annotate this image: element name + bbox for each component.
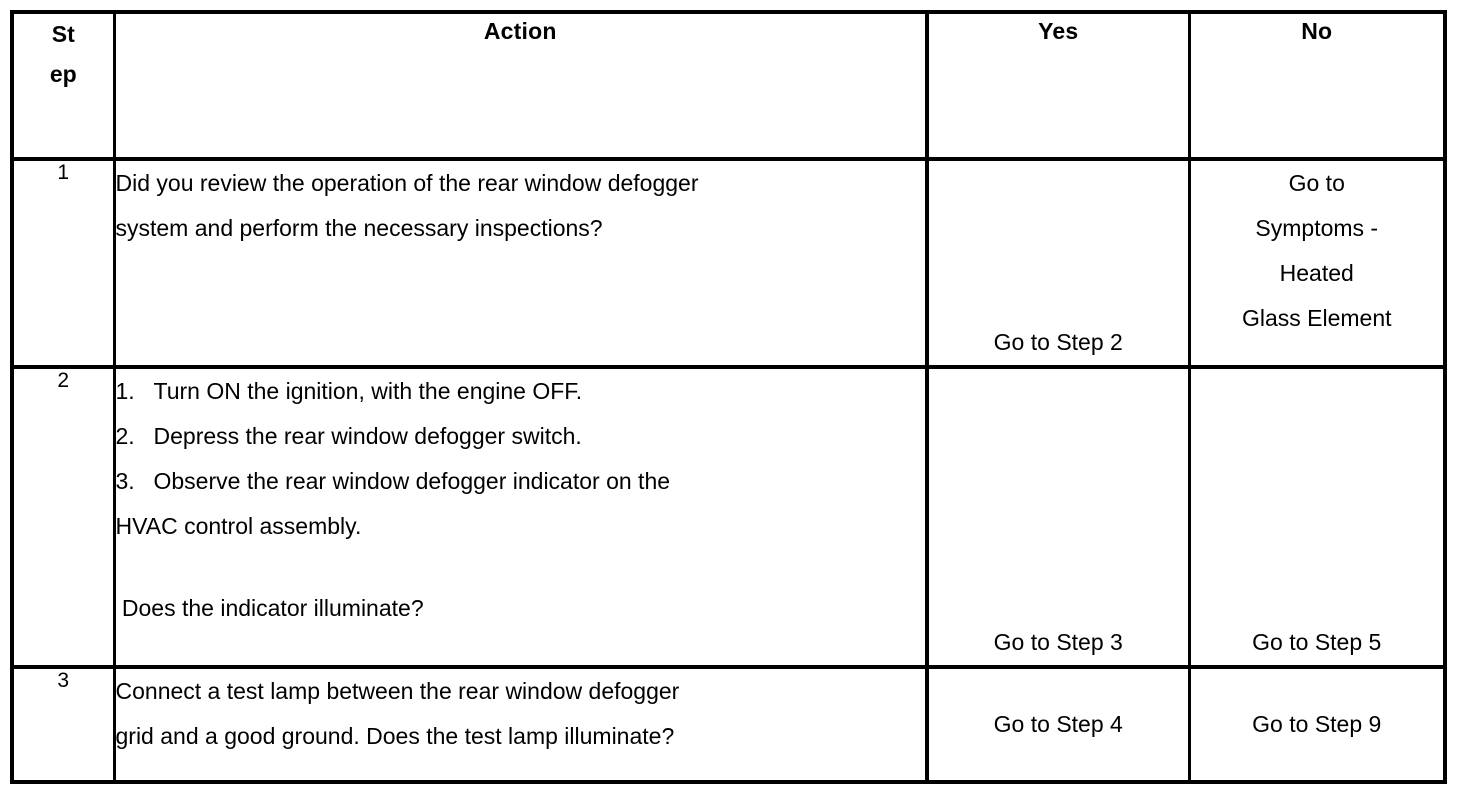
procedure-item: 2. Depress the rear window defogger switc…	[116, 414, 926, 459]
action-text-line: system and perform the necessary inspect…	[115, 214, 603, 241]
procedure-item-text: Depress the rear window defogger switch.	[153, 422, 582, 449]
yes-result-line: Go to Step 2	[993, 329, 1123, 356]
procedure-item-text: Observe the rear window defogger indicat…	[153, 467, 671, 494]
no-result-cell: Go to Symptoms - Heated Glass Element	[1189, 159, 1445, 369]
yes-result-line: Go to Step 4	[993, 711, 1123, 738]
action-text-line: grid and a good ground. Does the test la…	[115, 722, 675, 749]
procedure-item: 1. Turn ON the ignition, with the engine …	[116, 369, 926, 414]
procedure-item-number: 1.	[115, 378, 135, 404]
procedure-item-text: Turn ON the ignition, with the engine OF…	[153, 378, 583, 404]
no-result-line: Go to Step 9	[1252, 711, 1382, 738]
no-result-cell: Go to Step 9	[1189, 666, 1445, 782]
column-header-step-line1: St	[51, 21, 75, 47]
action-question-line: Does the indicator illuminate?	[115, 595, 424, 622]
column-header-yes: Yes	[927, 12, 1191, 161]
yes-result-line: Go to Step 3	[993, 629, 1123, 656]
action-text-line: Did you review the operation of the rear…	[115, 170, 699, 196]
step-number-cell: 3	[12, 666, 116, 782]
yes-result-cell: Go to Step 2	[927, 159, 1191, 369]
yes-result-cell: Go to Step 4	[927, 666, 1191, 782]
step-number-cell: 1	[12, 159, 116, 369]
procedure-item-number: 3.	[115, 467, 135, 494]
procedure-spacer	[116, 548, 926, 586]
no-result-line: Glass Element	[1241, 304, 1392, 331]
procedure-item-number: 2.	[115, 422, 135, 449]
no-result-line: Symptoms -	[1255, 214, 1379, 241]
table-header-row: St ep Action Yes No	[12, 12, 1445, 161]
no-result-line: Heated	[1279, 259, 1354, 286]
column-header-no: No	[1189, 12, 1445, 161]
action-cell: 1. Turn ON the ignition, with the engine …	[114, 367, 929, 669]
action-cell: Connect a test lamp between the rear win…	[114, 666, 929, 782]
procedure-item: 3. Observe the rear window defogger indic…	[116, 459, 926, 504]
procedure-continuation-line: HVAC control assembly.	[115, 512, 362, 539]
action-cell: Did you review the operation of the rear…	[114, 159, 929, 369]
no-result-line: Go to Step 5	[1252, 629, 1382, 656]
table-row: 2 1. Turn ON the ignition, with the engin…	[12, 367, 1445, 669]
table-row: 3 Connect a test lamp between the rear w…	[12, 666, 1445, 782]
no-result-cell: Go to Step 5	[1189, 367, 1445, 669]
no-result-line: Go to	[1288, 170, 1345, 196]
diagnostic-table: St ep Action Yes No 1 Did you review the…	[10, 10, 1447, 784]
column-header-step-line2: ep	[49, 61, 77, 88]
table-row: 1 Did you review the operation of the re…	[12, 159, 1445, 369]
yes-result-cell: Go to Step 3	[927, 367, 1191, 669]
column-header-step: St ep	[12, 12, 116, 161]
action-text-line: Connect a test lamp between the rear win…	[115, 677, 680, 704]
column-header-action: Action	[114, 12, 929, 161]
step-number-cell: 2	[12, 367, 116, 669]
